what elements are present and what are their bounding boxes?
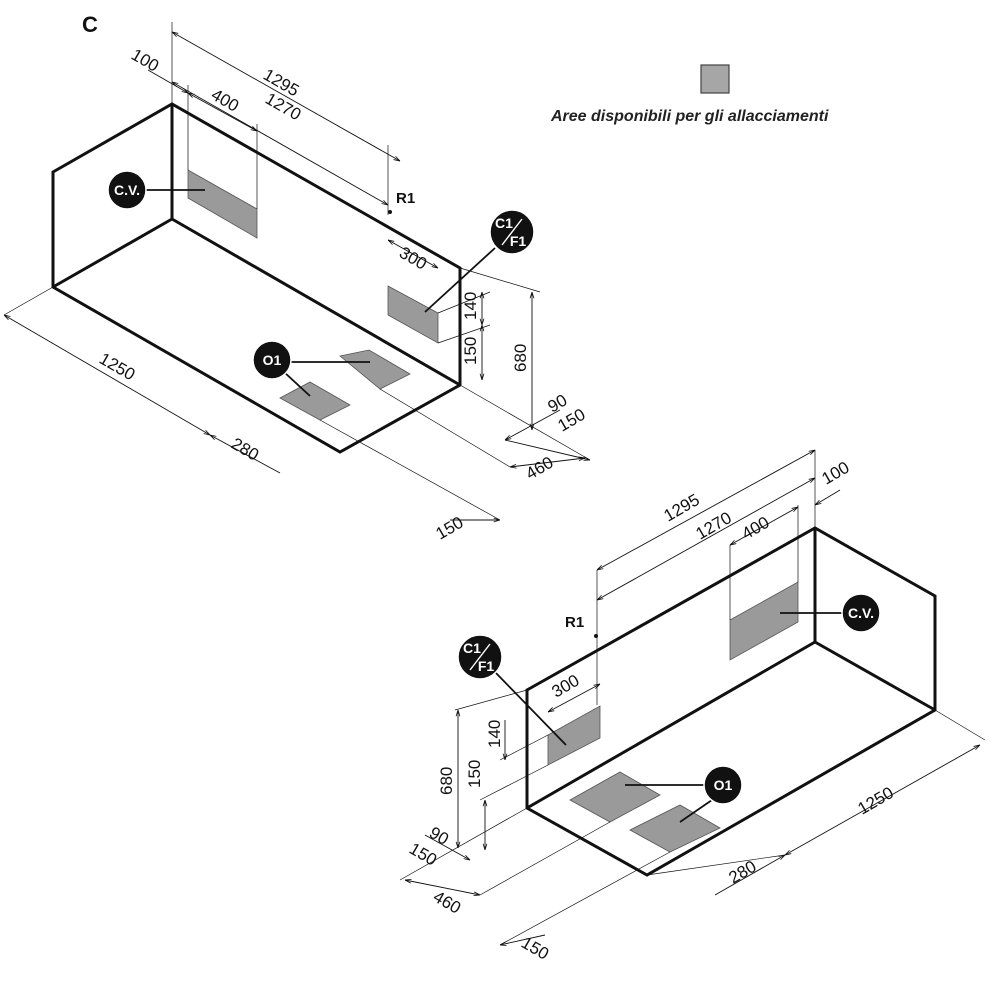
top-dim-300 xyxy=(388,240,438,268)
bottom-c1-badge-text: C1 xyxy=(463,640,481,656)
top-o1-badge-text: O1 xyxy=(263,352,282,368)
bottom-dim-90-label: 90 xyxy=(426,823,452,849)
top-cv-badge xyxy=(107,170,147,210)
bottom-o1-badge-text: O1 xyxy=(714,777,733,793)
top-dim-400-label: 400 xyxy=(208,85,242,116)
top-dim-680-label: 680 xyxy=(511,344,530,372)
bottom-r1-label: R1 xyxy=(565,614,584,631)
top-unit-back-bottom-edge xyxy=(171,217,461,387)
bottom-dim-300 xyxy=(548,684,600,712)
top-o1-badge xyxy=(252,340,292,380)
bottom-cv-area xyxy=(729,581,799,661)
top-dim-100 xyxy=(147,69,188,93)
bottom-unit-back-bottom-edge xyxy=(526,640,816,810)
bottom-dim-1250 xyxy=(785,745,980,855)
bottom-ext-line xyxy=(499,851,671,946)
top-cv-badge-text: C.V. xyxy=(114,182,140,198)
top-o1-area-back xyxy=(339,349,411,390)
top-dim-280 xyxy=(210,435,281,474)
bottom-c1f1-slash xyxy=(469,643,491,671)
top-dim-460 xyxy=(510,458,585,467)
bottom-ext-line xyxy=(479,821,611,896)
bottom-dim-1270-label: 1270 xyxy=(693,508,735,543)
bottom-ext-line xyxy=(479,764,549,801)
bottom-dim-280 xyxy=(714,855,785,896)
top-r1-label: R1 xyxy=(396,190,415,207)
top-dim-1250 xyxy=(4,315,210,435)
top-dim-1250-label: 1250 xyxy=(96,349,138,384)
bottom-cv-badge xyxy=(841,593,881,633)
bottom-dim-100-label: 100 xyxy=(819,458,853,489)
bottom-o1-area-front xyxy=(629,804,721,853)
bottom-dim-400 xyxy=(730,507,798,545)
bottom-o1-area-back xyxy=(569,771,661,823)
top-unit-view: 1295 1270 100 400 300 1250 280 680 140 1… xyxy=(4,22,590,543)
top-dim-90 xyxy=(505,409,561,440)
top-dim-400 xyxy=(188,93,257,131)
top-c1-leader xyxy=(424,247,496,313)
top-o1-leader-b xyxy=(283,371,311,397)
bottom-dim-1250-label: 1250 xyxy=(855,783,897,818)
bottom-dim-460 xyxy=(405,880,480,895)
top-dim-140-label: 140 xyxy=(461,292,480,320)
top-dim-460-label: 460 xyxy=(523,453,557,484)
bottom-ext-line xyxy=(934,709,986,741)
top-dim-100-label: 100 xyxy=(128,45,162,76)
bottom-dim-140-label: 140 xyxy=(485,720,504,748)
bottom-o1-leader-b xyxy=(679,799,713,823)
top-c1-badge-text: C1 xyxy=(495,215,513,231)
bottom-dim-90 xyxy=(424,834,470,860)
legend-swatch xyxy=(700,64,730,94)
bottom-ext-line xyxy=(499,734,549,761)
top-unit-inner-bottom-edge xyxy=(52,217,173,289)
bottom-dim-150-label: 150 xyxy=(465,760,484,788)
bottom-c1-area xyxy=(547,705,601,766)
bottom-cv-badge-text: C.V. xyxy=(848,605,874,621)
bottom-o1-badge xyxy=(703,765,743,805)
bottom-ext-line xyxy=(399,807,528,881)
legend: Aree disponibili per gli allacciamenti xyxy=(550,64,829,125)
bottom-dim-150-bottom xyxy=(500,934,546,945)
bottom-dim-1270 xyxy=(597,478,815,600)
bottom-unit-outline xyxy=(525,526,937,877)
bottom-unit-inner-bottom-edge xyxy=(814,640,936,712)
bottom-f1-badge-text: F1 xyxy=(478,658,495,674)
top-dim-150-bottom-label: 150 xyxy=(433,513,467,544)
top-o1-area-front xyxy=(279,381,351,421)
bottom-c1-leader xyxy=(494,671,567,746)
bottom-dim-150-bottom-label: 150 xyxy=(518,933,552,964)
top-f1-badge-text: F1 xyxy=(510,233,527,249)
top-dim-150-label: 150 xyxy=(461,337,480,365)
legend-text: Aree disponibili per gli allacciamenti xyxy=(550,108,829,125)
top-ext-line xyxy=(459,267,541,293)
bottom-unit-view: 1295 1270 100 400 300 1250 280 680 140 1… xyxy=(399,450,986,964)
top-unit-outline xyxy=(51,102,462,454)
top-ext-line xyxy=(459,384,591,461)
bottom-dim-100 xyxy=(815,489,841,505)
top-c1-area xyxy=(387,285,439,344)
panel-label: C xyxy=(82,12,98,37)
bottom-dim-400-label: 400 xyxy=(739,513,773,544)
bottom-dim-680-label: 680 xyxy=(437,767,456,795)
bottom-dim-280-label: 280 xyxy=(726,857,760,888)
top-ext-line xyxy=(319,419,501,521)
top-cv-area xyxy=(187,169,258,239)
bottom-dim-1295 xyxy=(597,450,815,570)
bottom-dim-1295-label: 1295 xyxy=(661,490,703,525)
top-ext-line xyxy=(209,376,341,453)
top-r1-point xyxy=(388,210,392,214)
top-ext-line xyxy=(379,388,511,468)
top-c1f1-slash xyxy=(501,218,523,246)
bottom-r1-point xyxy=(594,634,598,638)
bottom-ext-line xyxy=(646,854,786,876)
bottom-dim-460-label: 460 xyxy=(430,887,464,918)
top-ext-line xyxy=(3,286,54,316)
